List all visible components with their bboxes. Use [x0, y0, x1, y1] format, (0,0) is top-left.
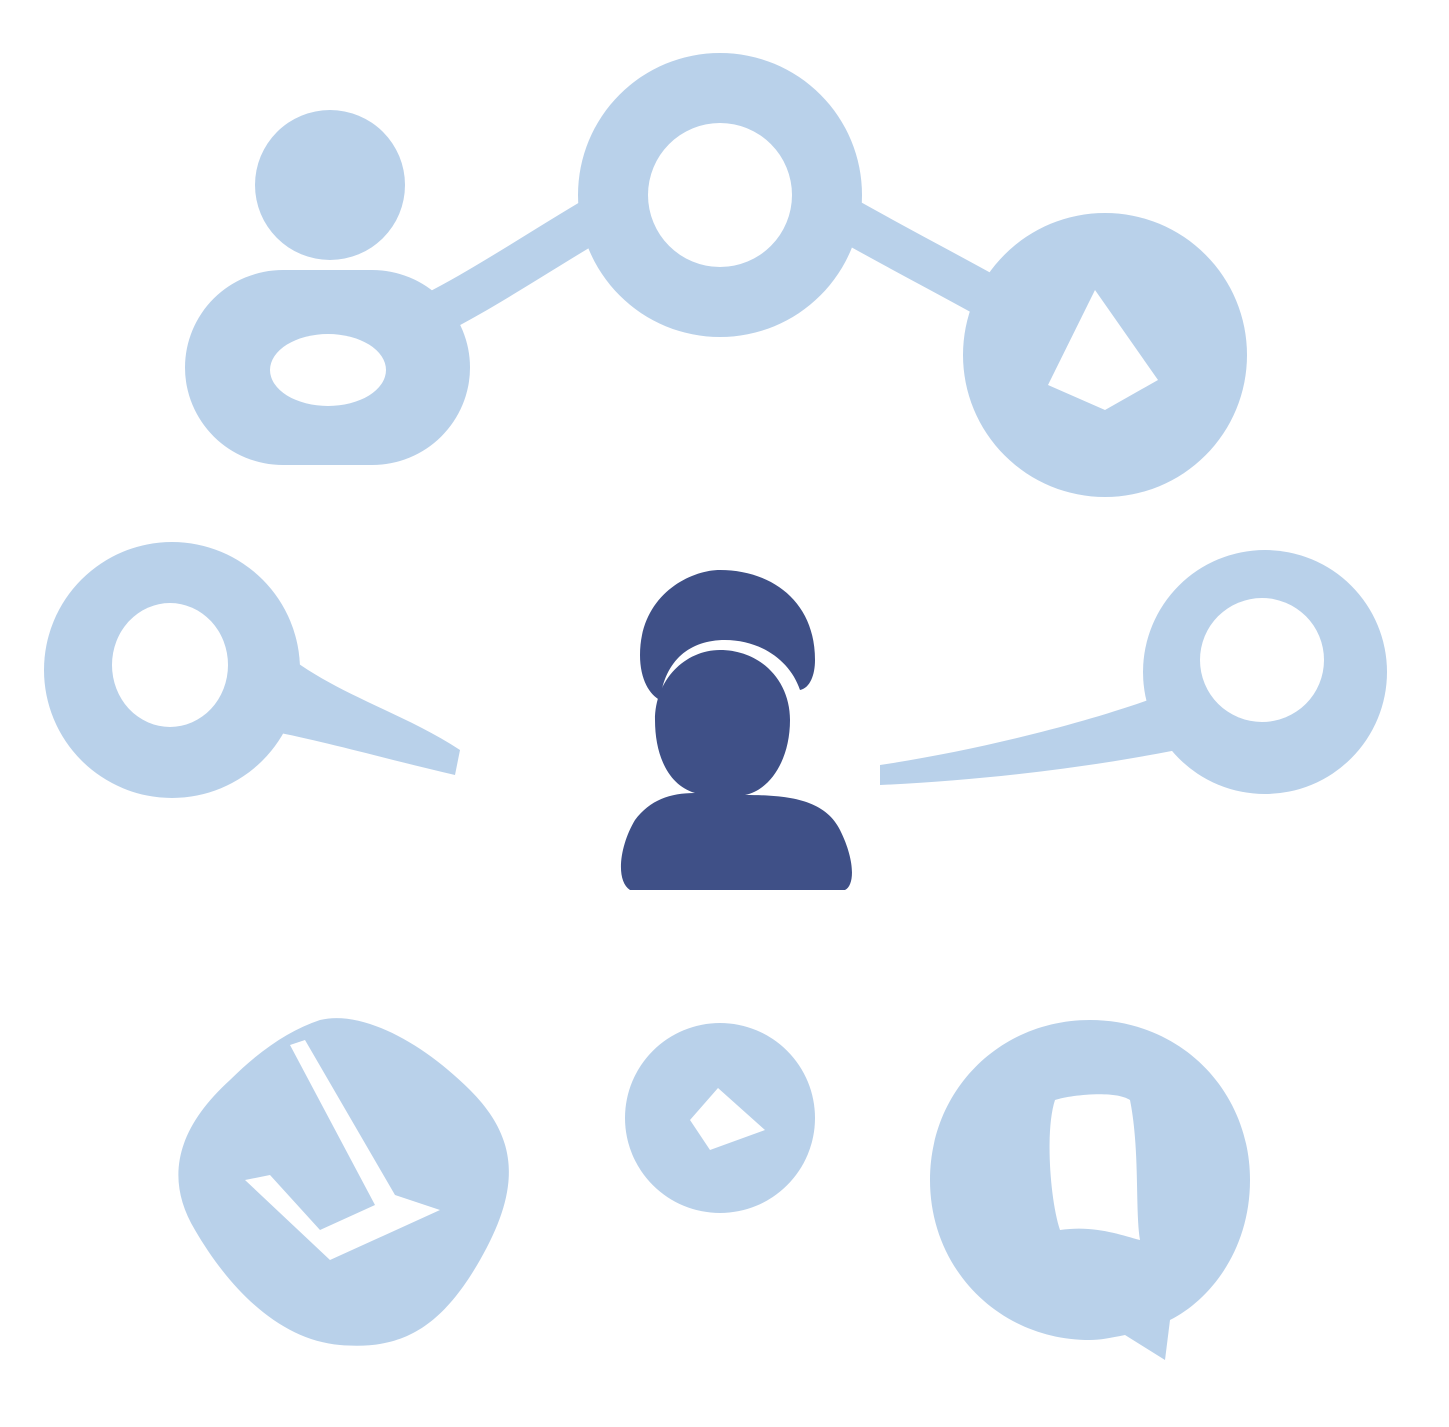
- triangle-node-icon: [963, 213, 1247, 497]
- dot-node-icon: [625, 1023, 815, 1213]
- chat-node-icon: [930, 1020, 1250, 1360]
- person-node-icon: [185, 110, 470, 465]
- key-node-icon: [44, 542, 460, 798]
- pin-node-icon: [880, 550, 1387, 794]
- person-icon: [620, 570, 852, 890]
- checkbox-node-icon: [178, 1018, 509, 1346]
- ring-node-icon: [578, 53, 862, 337]
